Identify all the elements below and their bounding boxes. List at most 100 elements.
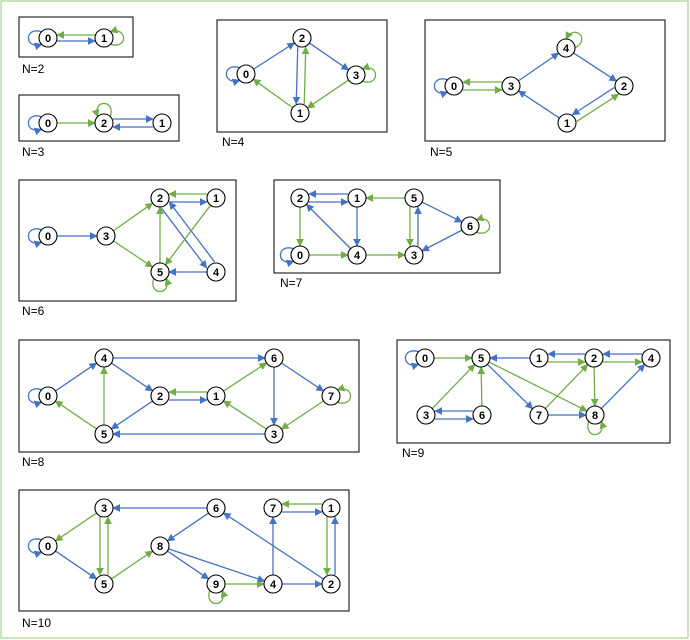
node-7: 7 [321, 386, 341, 406]
panel-frame [18, 489, 350, 612]
node-label: 8 [592, 410, 598, 422]
node-5: 5 [150, 262, 170, 282]
node-label: 0 [45, 541, 51, 553]
edge-2-to-5 [110, 400, 153, 430]
edge-6-to-6 [475, 213, 491, 234]
node-circle [38, 28, 58, 48]
edge-0-to-0 [27, 388, 43, 409]
node-label: 3 [353, 70, 359, 82]
node-2: 2 [150, 386, 170, 406]
node-circle [94, 498, 114, 518]
node-label: 6 [467, 221, 473, 233]
edge-7-to-2 [544, 363, 589, 409]
node-label: 1 [213, 391, 219, 403]
node-label: 3 [411, 250, 417, 262]
node-circle [292, 28, 312, 48]
panel-frame [18, 179, 237, 302]
node-3: 3 [416, 405, 436, 425]
node-circle [38, 226, 58, 246]
node-label: 1 [159, 118, 165, 130]
edge-0-to-0 [27, 115, 43, 136]
edge-6-to-5 [477, 366, 486, 407]
node-label: 0 [451, 81, 457, 93]
node-circle [584, 348, 604, 368]
edge-0-to-2 [253, 42, 296, 70]
node-label: 4 [101, 353, 108, 365]
node-circle [38, 536, 58, 556]
node-5: 5 [404, 188, 424, 208]
edge-2-to-8 [590, 366, 599, 407]
node-circle [347, 188, 367, 208]
node-6: 6 [472, 405, 492, 425]
panel-caption: N=5 [430, 145, 453, 159]
node-4: 4 [206, 262, 226, 282]
node-circle [94, 113, 114, 133]
node-0: 0 [290, 245, 310, 265]
panel-caption: N=2 [22, 62, 45, 76]
edge-3-to-4 [518, 52, 560, 82]
edge-2-to-6 [222, 512, 324, 580]
edge-5-to-8 [488, 361, 588, 412]
node-circle [206, 498, 226, 518]
node-label: 4 [213, 267, 220, 279]
node-label: 5 [101, 429, 107, 441]
node-0: 0 [38, 113, 58, 133]
edge-0-to-5 [55, 550, 98, 580]
node-label: 3 [423, 410, 429, 422]
node-4: 4 [263, 574, 283, 594]
edge-8-to-8 [587, 420, 608, 436]
node-label: 5 [157, 267, 163, 279]
panel-caption: N=9 [402, 446, 425, 460]
node-3: 3 [264, 424, 284, 444]
node-1: 1 [347, 188, 367, 208]
edge-8-to-4 [168, 548, 266, 583]
panel-caption: N=10 [22, 616, 51, 630]
node-2: 2 [321, 574, 341, 594]
node-label: 1 [564, 118, 570, 130]
node-9: 9 [206, 574, 226, 594]
node-label: 2 [591, 353, 597, 365]
node-circle [585, 405, 605, 425]
node-circle [321, 574, 341, 594]
edge-4-to-2 [573, 52, 618, 82]
edge-6-to-3 [421, 229, 463, 252]
node-circle [290, 103, 310, 123]
edge-3-to-1 [306, 79, 349, 109]
edge-0-to-0 [404, 350, 420, 371]
panel-frame [18, 339, 360, 453]
panel-caption: N=4 [222, 135, 245, 149]
node-6: 6 [460, 216, 480, 236]
edge-3-to-5 [431, 363, 476, 409]
edge-1-to-5 [164, 204, 212, 266]
node-circle [557, 113, 577, 133]
edge-9-to-9 [208, 589, 229, 605]
node-0: 0 [38, 386, 58, 406]
edge-5-to-8 [111, 550, 154, 580]
node-0: 0 [38, 28, 58, 48]
node-label: 6 [213, 503, 219, 515]
node-label: 9 [213, 579, 219, 591]
edge-4-to-4 [565, 31, 583, 49]
panel-frame [273, 179, 501, 274]
node-circle [264, 348, 284, 368]
edge-0-to-0 [27, 538, 43, 559]
node-1: 1 [206, 386, 226, 406]
node-circle [206, 386, 226, 406]
edge-3-to-5 [113, 240, 154, 268]
node-circle [206, 574, 226, 594]
node-label: 1 [213, 193, 219, 205]
node-circle [263, 498, 283, 518]
node-0: 0 [38, 536, 58, 556]
node-circle [263, 574, 283, 594]
node-circle [38, 113, 58, 133]
node-3: 3 [346, 65, 366, 85]
node-label: 4 [270, 579, 277, 591]
node-5: 5 [94, 574, 114, 594]
edge-1-to-0 [252, 78, 294, 109]
node-label: 0 [297, 250, 303, 262]
node-label: 7 [270, 503, 276, 515]
node-label: 0 [422, 353, 428, 365]
